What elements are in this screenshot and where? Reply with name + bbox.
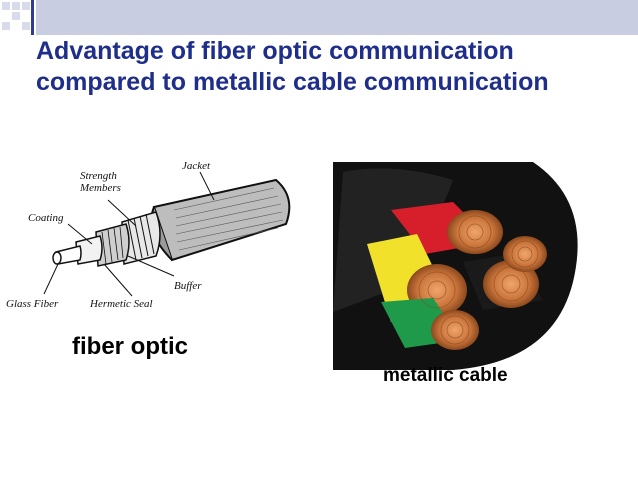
fiber-optic-diagram: Jacket Strength Members Coating Buffer G… <box>4 152 304 322</box>
metallic-cable-drawing <box>333 162 592 370</box>
top-decorative-band <box>0 0 638 35</box>
band-square <box>2 2 10 10</box>
label-coating: Coating <box>28 212 64 224</box>
label-buffer: Buffer <box>174 280 202 292</box>
band-square <box>2 22 10 30</box>
band-square <box>22 2 30 10</box>
metallic-cable-photo <box>333 162 592 370</box>
slide-title: Advantage of fiber optic communication c… <box>36 37 549 96</box>
label-strength-members: Strength Members <box>80 170 121 194</box>
label-jacket: Jacket <box>182 160 211 172</box>
band-square <box>12 2 20 10</box>
fiber-optic-caption: fiber optic <box>72 333 189 360</box>
band-square <box>12 12 20 20</box>
vertical-rule <box>31 0 34 35</box>
band-square <box>22 22 30 30</box>
fiber-cable-drawing <box>43 171 291 297</box>
label-hermetic-seal: Hermetic Seal <box>90 298 153 310</box>
metallic-cable-caption: metallic cable <box>383 365 508 386</box>
label-glass-fiber: Glass Fiber <box>6 298 59 310</box>
